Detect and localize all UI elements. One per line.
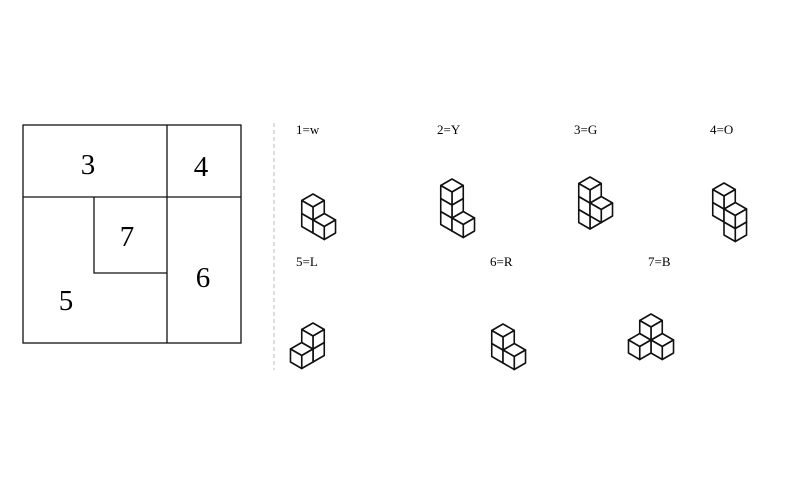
cube-block (300, 322, 326, 350)
cube-block (577, 176, 603, 204)
piece-7-shape (627, 313, 675, 361)
cube-face (502, 349, 516, 371)
cube-face (589, 202, 603, 224)
piece-3-shape (577, 176, 614, 230)
region-label-4: 4 (194, 151, 209, 183)
region-label-3: 3 (81, 149, 96, 181)
region-label-6: 6 (196, 262, 211, 294)
piece-label-4: 4=O (710, 122, 733, 137)
piece-1-shape (300, 193, 337, 241)
cube-block (638, 313, 664, 341)
cube-face (723, 208, 737, 230)
region-label-7: 7 (120, 221, 135, 253)
piece-label-6: 6=R (490, 254, 513, 269)
cube-face (300, 199, 314, 221)
cube-block (490, 323, 516, 351)
cube-face (490, 329, 504, 351)
region-7-outline (93, 197, 167, 274)
grid-border (22, 124, 242, 344)
cube-face (577, 182, 591, 204)
piece-label-7: 7=B (648, 254, 671, 269)
cube-block (439, 178, 465, 206)
piece-4-shape (711, 182, 748, 243)
cube-face (638, 319, 652, 341)
cube-face (300, 328, 314, 350)
cube-block (723, 201, 748, 230)
piece-6-shape (490, 323, 527, 371)
cube-block (711, 182, 737, 210)
cube-face (711, 188, 725, 210)
piece-5-shape (289, 322, 326, 370)
cube-face (451, 217, 465, 239)
piece-2-shape (439, 178, 476, 239)
partition-grid (22, 124, 242, 344)
cube-block (502, 342, 527, 371)
cube-face (289, 348, 303, 370)
piece-label-3: 3=G (574, 122, 597, 137)
piece-label-5: 5=L (296, 254, 318, 269)
cube-face (312, 219, 326, 241)
piece-label-2: 2=Y (437, 122, 461, 137)
cube-face (439, 184, 453, 206)
region-label-5: 5 (59, 285, 74, 317)
cube-face (627, 339, 641, 361)
cube-block (300, 193, 326, 221)
piece-label-1: 1=w (296, 122, 320, 137)
